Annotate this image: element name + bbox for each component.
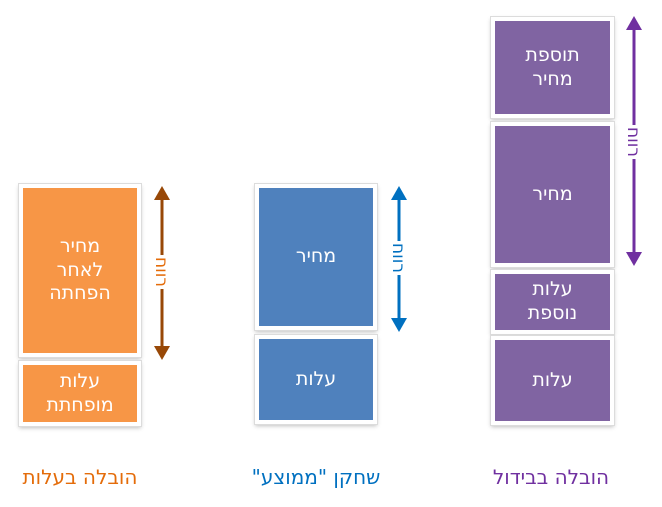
reduced-price-label: מחיר לאחר הפחתה (49, 234, 111, 305)
caption-differentiation: הובלה בבידול (492, 465, 610, 489)
reduced-price-box: מחיר לאחר הפחתה (19, 184, 141, 357)
reduced-cost-label: עלות מופחתת (46, 369, 114, 416)
extra-cost-label: עלות נוספת (527, 278, 578, 324)
caption-cost-leadership: הובלה בעלות (22, 465, 138, 489)
extra-cost-box: עלות נוספת (491, 270, 614, 334)
price-box-average: מחיר (255, 184, 377, 330)
cost-label-average: עלות (295, 367, 337, 390)
profit-label-purple: רווח (622, 125, 643, 159)
price-label-average: מחיר (295, 245, 337, 268)
cost-box-average: עלות (255, 335, 377, 424)
caption-average-player: שחקן "ממוצע" (251, 465, 381, 489)
profit-label-blue: רווח (387, 241, 408, 275)
profit-label-orange: רווח (150, 255, 171, 289)
price-addition-label: תוספת מחיר (525, 43, 580, 90)
price-addition-box: תוספת מחיר (491, 17, 614, 118)
price-label-differentiation: מחיר (532, 182, 573, 205)
reduced-cost-box: עלות מופחתת (19, 361, 141, 426)
cost-box-differentiation: עלות (491, 336, 614, 425)
cost-label-differentiation: עלות (532, 368, 573, 391)
price-box-differentiation: מחיר (491, 122, 614, 267)
